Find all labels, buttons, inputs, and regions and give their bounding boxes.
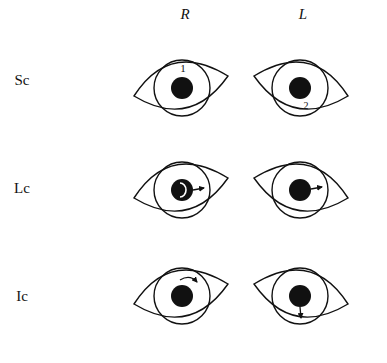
row-label: Sc xyxy=(15,73,30,88)
iris xyxy=(154,60,210,116)
iris xyxy=(154,268,210,324)
eye-outline xyxy=(254,164,348,211)
iris xyxy=(272,162,328,218)
row-label: Ic xyxy=(16,289,28,304)
movement-arrow xyxy=(300,307,301,318)
iris xyxy=(154,162,210,218)
rotation-arc xyxy=(180,183,186,197)
eye-outline xyxy=(134,62,228,109)
iris xyxy=(272,60,328,116)
column-label: L xyxy=(299,7,307,22)
eye-outline xyxy=(134,270,228,317)
iris xyxy=(272,268,328,324)
pupil xyxy=(289,179,311,201)
movement-arrow xyxy=(193,188,204,190)
pupil xyxy=(171,285,193,307)
callout-number: 2 xyxy=(304,101,309,111)
eye-outline xyxy=(134,164,228,211)
pupil xyxy=(289,77,311,99)
eye-outline xyxy=(254,62,348,109)
rotation-arrow xyxy=(180,277,197,282)
movement-arrow xyxy=(311,187,322,189)
pupil xyxy=(289,285,311,307)
pupil xyxy=(171,77,193,99)
pupil xyxy=(171,179,193,201)
row-label: Lc xyxy=(14,181,30,196)
callout-number: 1 xyxy=(180,63,186,74)
column-label: R xyxy=(180,7,189,22)
eye-outline xyxy=(254,270,348,317)
